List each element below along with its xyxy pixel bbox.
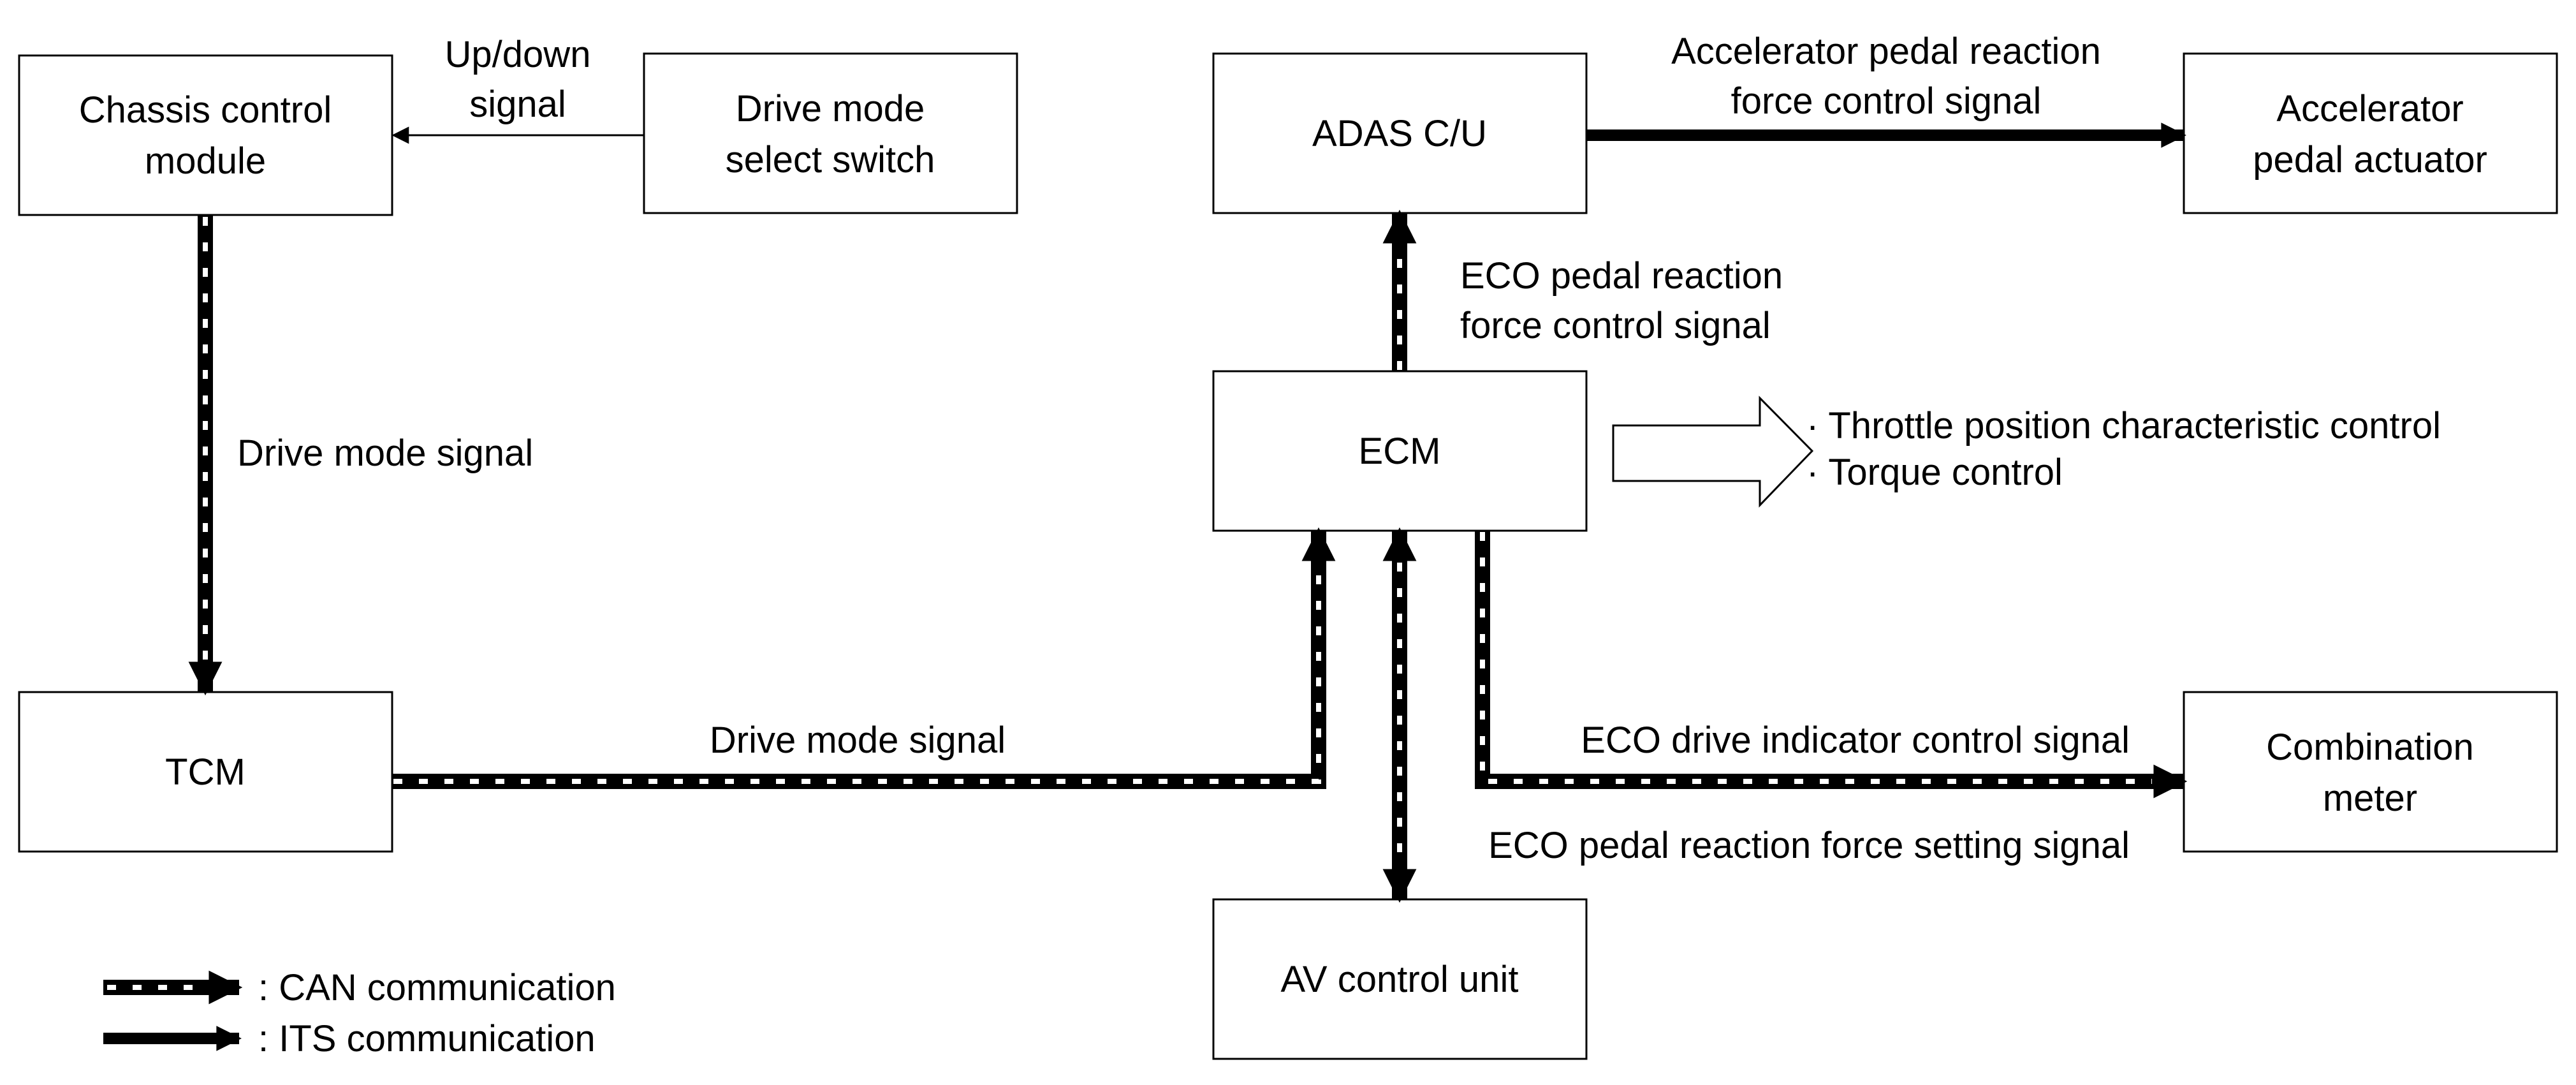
eco-pedal-setting-signal-label: ECO pedal reaction force setting signal [1488,825,2130,866]
legend: : CAN communication : ITS communication [103,967,616,1059]
drive-mode-signal-horizontal-label: Drive mode signal [710,720,1006,761]
accel-reaction-signal-label-line1: Accelerator pedal reaction [1671,31,2101,72]
accel-actuator-label-line2: pedal actuator [2253,139,2487,181]
drive-mode-select-switch-block: Drive mode select switch [643,52,1018,214]
eco-pedal-reaction-label-line2: force control signal [1460,305,1771,346]
drive-mode-switch-label-line2: select switch [726,139,935,181]
legend-its-label: : ITS communication [258,1018,596,1059]
ecm-output-hollow-arrow [1612,395,1814,508]
av-control-unit-label: AV control unit [1281,959,1519,1000]
chassis-control-module-label-line1: Chassis control [79,89,332,131]
combination-meter-label-line1: Combination [2266,727,2474,768]
accelerator-pedal-actuator-block: Accelerator pedal actuator [2183,52,2558,214]
tcm-block: TCM [18,691,393,853]
up-down-signal-label-line2: signal [469,84,566,125]
chassis-control-module-label-line2: module [145,140,266,182]
eco-pedal-reaction-label-line1: ECO pedal reaction [1460,255,1783,297]
av-control-unit-block: AV control unit [1212,898,1588,1060]
accel-reaction-signal-label-line2: force control signal [1731,80,2042,122]
can-arrow-tcm-to-ecm [392,527,1336,789]
up-down-signal-label-line1: Up/down [445,34,591,75]
combination-meter-block: Combination meter [2183,691,2558,853]
accel-actuator-label-line1: Accelerator [2276,88,2463,129]
ecm-label: ECM [1359,431,1441,472]
tcm-label: TCM [165,751,245,793]
ecm-output-throttle-control: · Throttle position characteristic contr… [1806,405,2441,447]
drive-mode-switch-label-line1: Drive mode [736,88,925,129]
eco-drive-indicator-signal-label: ECO drive indicator control signal [1581,720,2130,761]
adas-cu-block: ADAS C/U [1212,52,1588,214]
combination-meter-label-line2: meter [2323,778,2417,819]
adas-cu-label: ADAS C/U [1312,113,1487,154]
legend-can-label: : CAN communication [258,967,616,1008]
chassis-control-module-block: Chassis control module [18,54,393,216]
ecm-block: ECM [1212,370,1588,532]
can-arrow-ecm-to-combination-meter [1475,531,2188,799]
ecm-output-torque-control: · Torque control [1806,452,2063,493]
drive-mode-signal-vertical-label: Drive mode signal [237,432,533,474]
